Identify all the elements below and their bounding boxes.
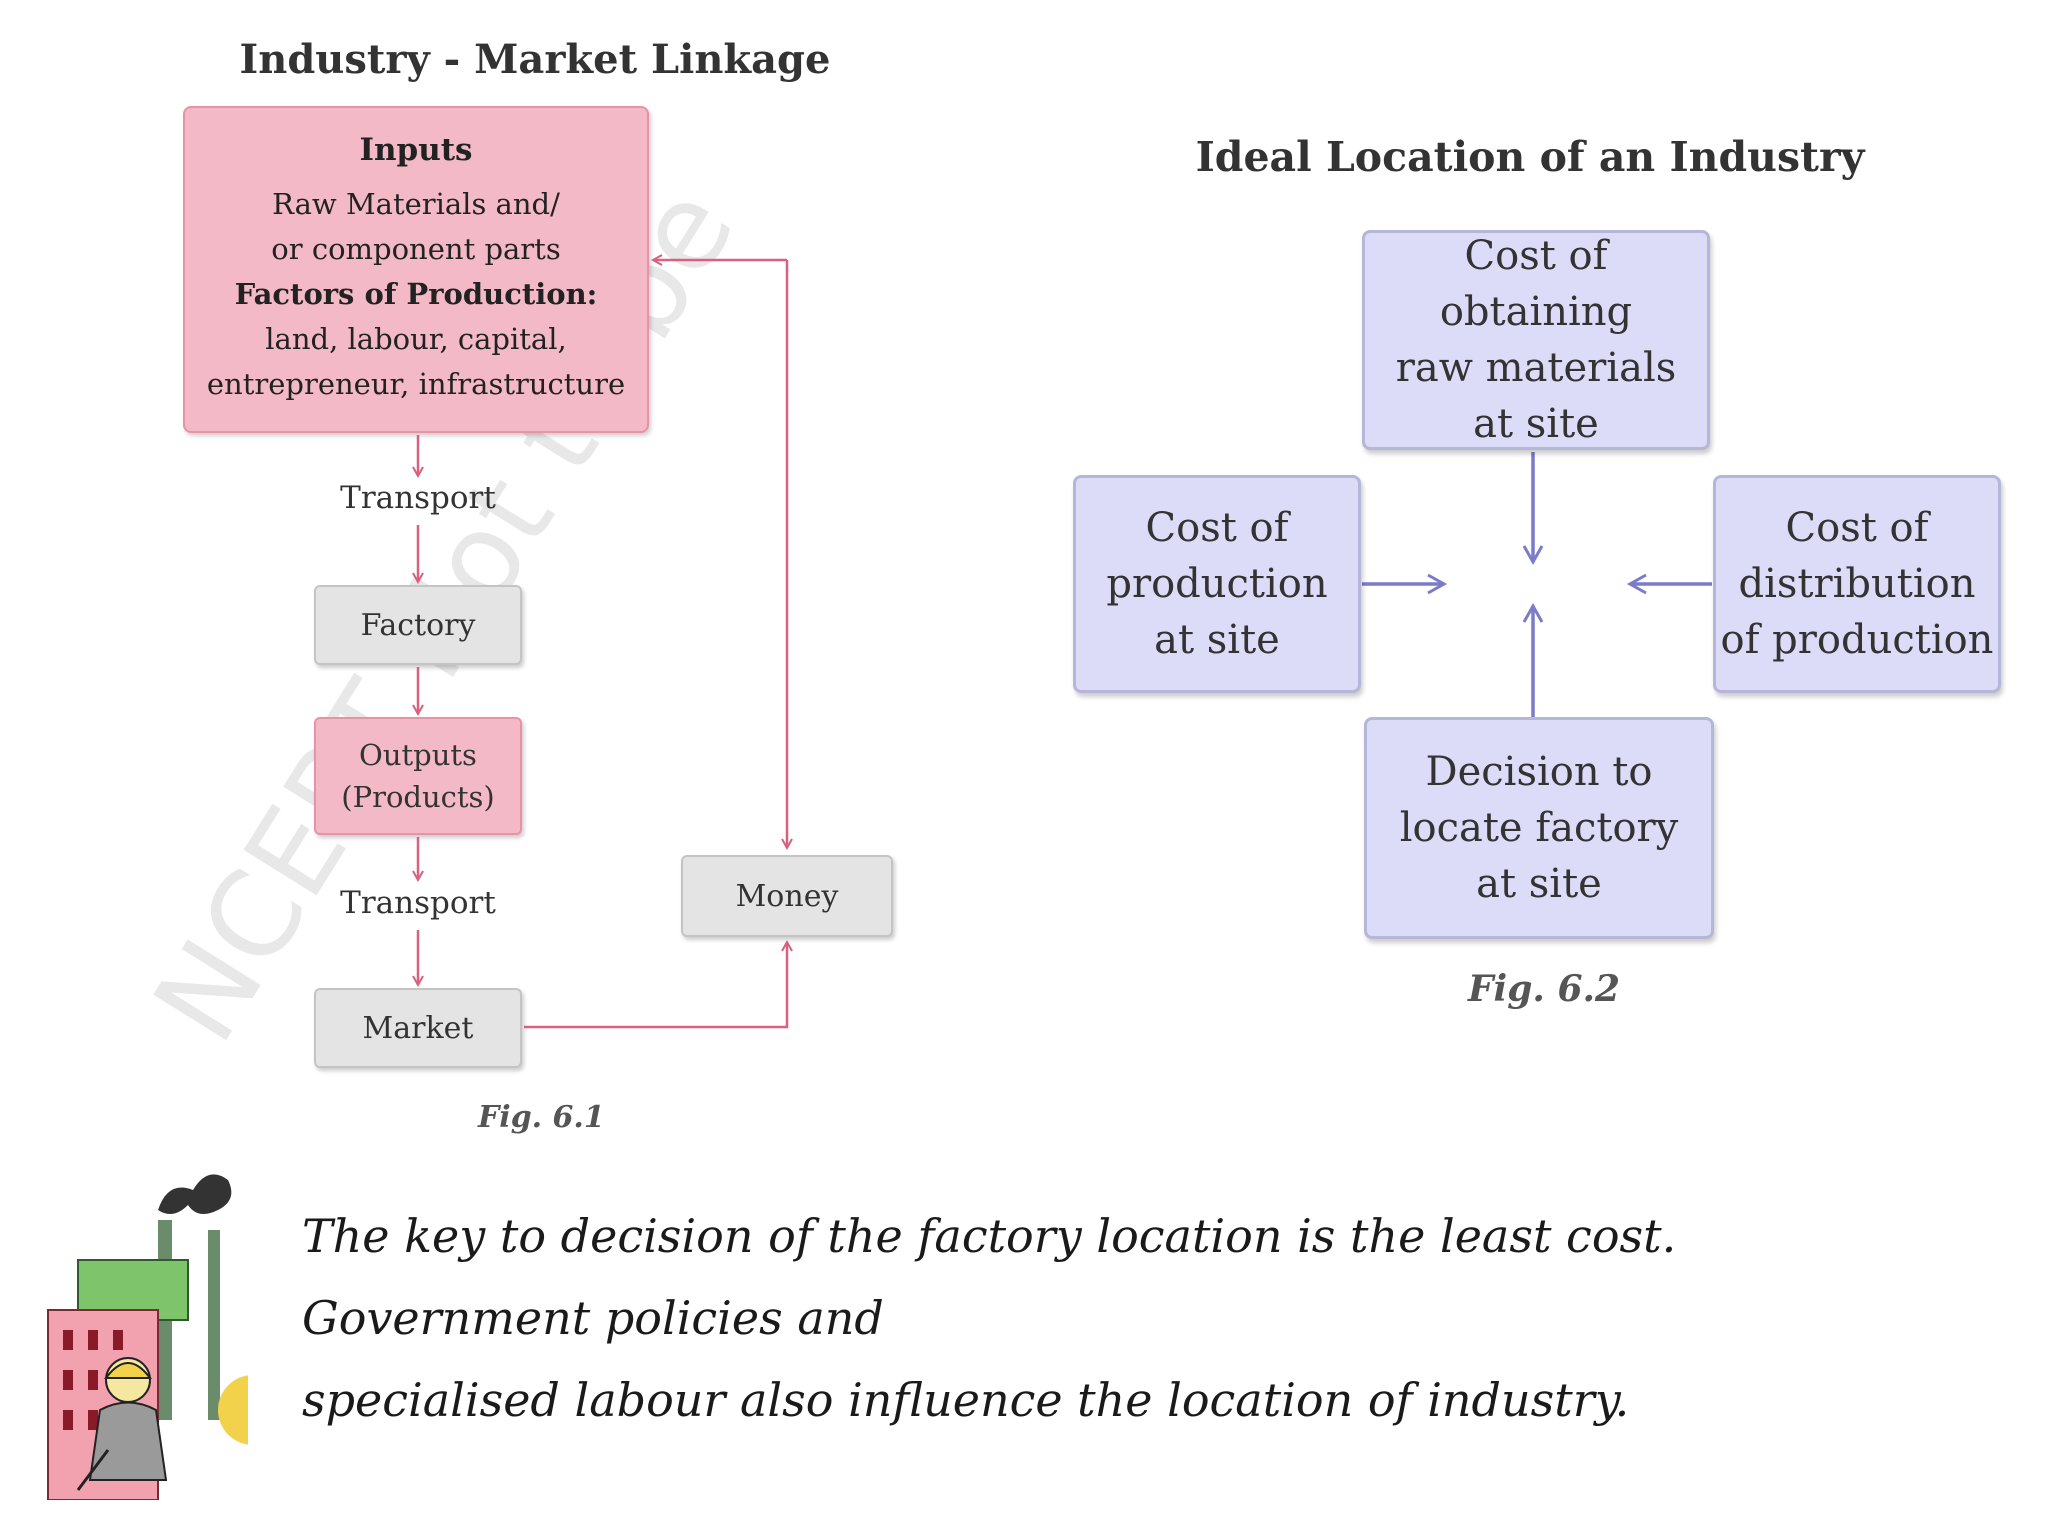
fig2-title: Ideal Location of an Industry [1195,133,1865,181]
outputs-label: (Products) [341,780,495,814]
market-box: Market [314,988,522,1068]
money-box: Money [681,855,893,937]
note-line: The key to decision of the factory locat… [302,1209,1677,1345]
arrow-market-money [524,942,787,1029]
inputs-line: entrepreneur, infrastructure [206,367,626,401]
box-line: at site [1476,861,1602,907]
inputs-line: Factors of Production: [234,277,598,311]
factory-label: Factory [360,607,476,643]
outputs-box: Outputs (Products) [314,717,522,835]
box-line: Cost of [1145,505,1289,551]
inputs-line: or component parts [271,232,561,266]
money-label: Money [735,878,839,914]
fig2-caption: Fig. 6.2 [1468,968,1621,1010]
decision-box: Decision to locate factory at site [1364,717,1714,939]
transport-label-2: Transport [340,885,496,921]
box-line: at site [1473,401,1599,447]
box-line: of production [1720,617,1994,663]
box-line: raw materials [1395,345,1677,391]
box-line: at site [1154,617,1280,663]
inputs-heading: Inputs [359,132,473,168]
cost-distribution-box: Cost of distribution of production [1713,475,2001,693]
factory-box: Factory [314,585,522,665]
note-line: specialised labour also influence the lo… [302,1373,1630,1427]
box-line: Cost of obtaining [1439,233,1633,335]
box-line: Decision to [1425,749,1653,795]
box-line: locate factory [1399,805,1679,851]
fig1-title: Industry - Market Linkage [239,36,831,83]
inputs-line: Raw Materials and/ [272,187,560,221]
note-text: The key to decision of the factory locat… [302,1195,1922,1441]
cost-production-box: Cost of production at site [1073,475,1361,693]
box-line: Cost of [1785,505,1929,551]
market-label: Market [362,1010,474,1046]
cost-raw-materials-box: Cost of obtaining raw materials at site [1362,230,1710,450]
outputs-label: Outputs [359,738,477,772]
box-line: distribution [1738,561,1976,607]
inputs-line: land, labour, capital, [265,322,567,356]
fig1-caption: Fig. 6.1 [478,1100,605,1135]
inputs-box: Inputs Raw Materials and/ or component p… [183,106,649,433]
box-line: production [1106,561,1328,607]
transport-label-1: Transport [340,480,496,516]
factory-worker-clipart-icon [8,1160,248,1500]
